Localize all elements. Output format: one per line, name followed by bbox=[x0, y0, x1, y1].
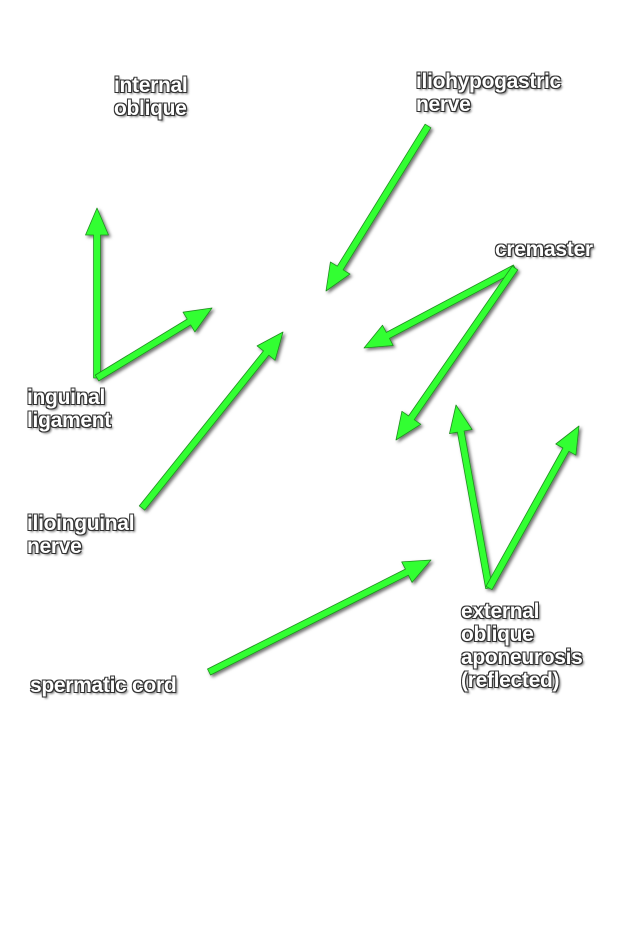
label-line: spermatic cord bbox=[30, 674, 177, 697]
arrow-ilioinguinal bbox=[138, 331, 284, 511]
label-line: ligament bbox=[27, 409, 111, 432]
arrow-external-oblique-right bbox=[485, 425, 580, 591]
label-line: nerve bbox=[416, 93, 471, 116]
label-line: internal bbox=[114, 74, 188, 97]
label-line: iliohypogastric bbox=[416, 70, 561, 93]
label-line: nerve bbox=[27, 535, 82, 558]
label-line: inguinal bbox=[27, 386, 106, 409]
label-line: (reflected) bbox=[461, 669, 560, 692]
arrow-iliohypogastric bbox=[325, 123, 432, 292]
arrow-cremaster-left bbox=[363, 264, 517, 349]
label-cremaster: cremaster bbox=[495, 238, 593, 261]
label-iliohypogastric-nerve: iliohypogastric nerve bbox=[416, 70, 561, 116]
arrow-cremaster-down bbox=[395, 265, 519, 441]
label-line: oblique bbox=[461, 623, 534, 646]
label-spermatic-cord: spermatic cord bbox=[30, 674, 177, 697]
arrow-inguinal-right bbox=[94, 307, 213, 382]
label-external-oblique-aponeurosis: external oblique aponeurosis (reflected) bbox=[461, 600, 583, 692]
label-line: ilioinguinal bbox=[27, 512, 135, 535]
arrow-external-oblique-left bbox=[449, 404, 493, 589]
label-ilioinguinal-nerve: ilioinguinal nerve bbox=[27, 512, 135, 558]
arrow-inguinal-up bbox=[85, 207, 109, 379]
label-line: external bbox=[461, 600, 540, 623]
label-line: aponeurosis bbox=[461, 646, 583, 669]
arrow-spermatic-cord bbox=[207, 559, 432, 676]
label-line: oblique bbox=[114, 97, 187, 120]
label-line: cremaster bbox=[495, 238, 593, 261]
label-inguinal-ligament: inguinal ligament bbox=[27, 386, 111, 432]
label-internal-oblique: internal oblique bbox=[114, 74, 188, 120]
